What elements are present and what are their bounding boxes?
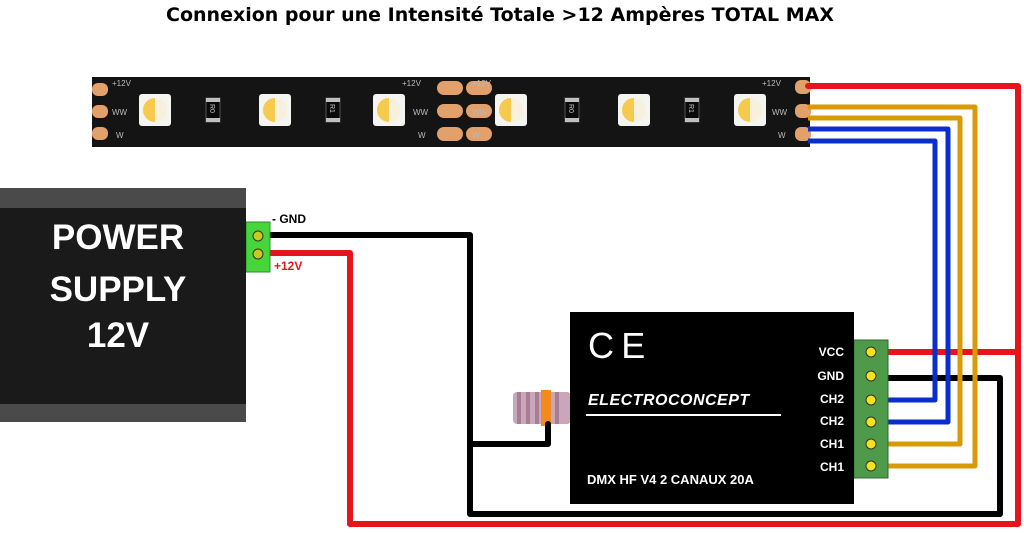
strip-middle-pads <box>437 81 492 141</box>
psu-label-line2: SUPPLY <box>49 270 187 309</box>
led-chip <box>259 94 291 126</box>
terminal-label-ch2: CH2 <box>819 392 844 406</box>
terminal-label-gnd: GND <box>817 369 844 383</box>
psu-top-cap <box>0 188 246 208</box>
controller-brand: ELECTROCONCEPT <box>588 392 750 409</box>
resistor: R0 <box>564 97 580 123</box>
terminal-label-ch1: CH1 <box>819 460 844 474</box>
positive-wire <box>265 83 1021 527</box>
strip-mark-12v: +12V <box>762 79 782 88</box>
resistor-label: R0 <box>208 104 215 113</box>
strip-mark-ww: WW <box>413 108 429 117</box>
resistor-label: R1 <box>687 104 694 113</box>
led-chip <box>139 94 171 126</box>
strip-mark-w: W <box>778 131 786 140</box>
psu-bottom-cap <box>0 404 246 422</box>
dmx-controller: C E ELECTROCONCEPT DMX HF V4 2 CANAUX 20… <box>570 312 854 504</box>
strip-mark-w: W <box>418 131 426 140</box>
led-chip <box>495 94 527 126</box>
diagram-title: Connexion pour une Intensité Totale >12 … <box>166 4 834 26</box>
strip-left-pads <box>92 83 108 140</box>
psu-label-line3: 12V <box>86 316 150 355</box>
power-supply: POWER SUPPLY 12V <box>0 188 246 422</box>
terminal-label-ch2: CH2 <box>819 414 844 428</box>
strip-mark-12v: +12V <box>472 79 492 88</box>
controller-model: DMX HF V4 2 CANAUX 20A <box>587 472 754 487</box>
psu-gnd-label: - GND <box>272 212 306 226</box>
resistor: R1 <box>684 97 700 123</box>
strip-right-pads <box>795 80 811 141</box>
psu-label-line1: POWER <box>51 218 185 257</box>
ch1-wires <box>808 104 978 469</box>
strip-mark-12v: +12V <box>112 79 132 88</box>
led-chip <box>618 94 650 126</box>
led-chip <box>734 94 766 126</box>
strip-mark-12v: +12V <box>402 79 422 88</box>
psu-terminal-block <box>245 221 271 273</box>
ground-wire <box>265 232 1003 517</box>
led-chip <box>373 94 405 126</box>
terminal-label-vcc: VCC <box>818 345 844 359</box>
controller-terminal-block <box>853 339 889 479</box>
terminal-label-ch1: CH1 <box>819 437 844 451</box>
antenna-coil <box>513 390 571 426</box>
ce-mark: C E <box>588 325 646 366</box>
resistor-label: R1 <box>328 104 335 113</box>
strip-mark-ww: WW <box>112 108 128 117</box>
strip-mark-w: W <box>116 131 124 140</box>
resistor: R1 <box>325 97 341 123</box>
strip-mark-ww: WW <box>472 108 488 117</box>
psu-12v-label: +12V <box>274 259 303 273</box>
ch2-wires <box>808 126 951 425</box>
resistor-label: R0 <box>567 104 574 113</box>
strip-mark-w: W <box>472 131 480 140</box>
strip-mark-ww: WW <box>772 108 788 117</box>
resistor: R0 <box>205 97 221 123</box>
brand-underline <box>586 414 781 416</box>
